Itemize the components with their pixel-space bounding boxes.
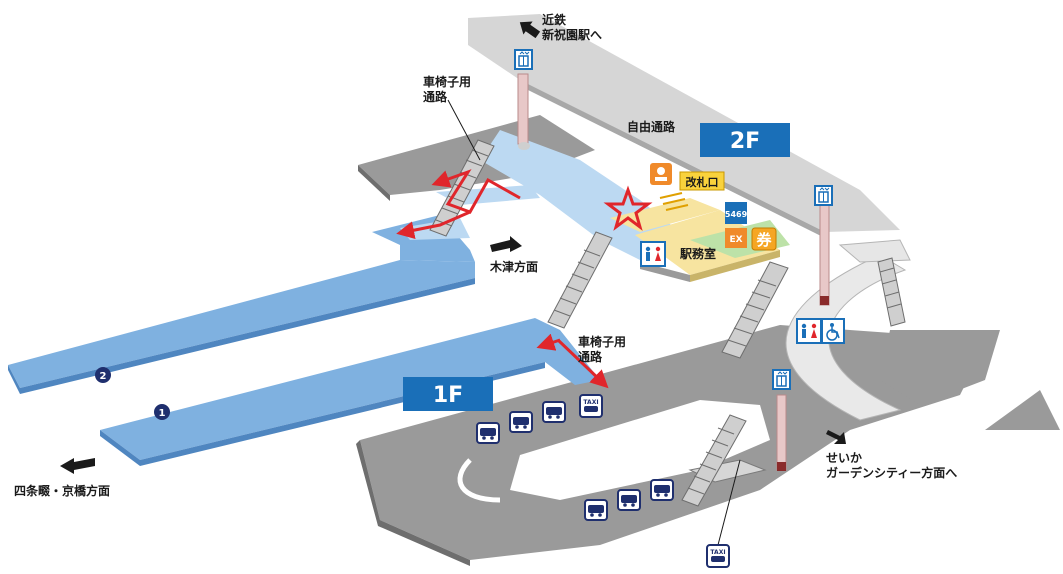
platform-2-marker: 2	[95, 367, 111, 383]
svg-text:券: 券	[756, 231, 772, 249]
restroom-icon	[640, 241, 666, 267]
wheelchair-route-upper	[396, 169, 521, 240]
ticket-machine-icon: 券	[751, 227, 777, 251]
kizu-direction-label: 木津方面	[489, 259, 538, 274]
kintetsu-label-line1: 近鉄	[542, 12, 566, 27]
arrow-seika	[826, 430, 846, 444]
svg-text:TAXI: TAXI	[583, 399, 598, 406]
arrow-kizu	[490, 236, 522, 252]
elevator-shaft-north	[517, 73, 530, 150]
svg-text:改札口: 改札口	[686, 175, 719, 189]
bus-loop-island	[510, 400, 770, 500]
leader-lines	[447, 99, 741, 546]
floor-badge-1f: 1F	[403, 377, 493, 411]
wheelchair-path-lower-line1: 車椅子用	[578, 334, 626, 349]
bus-stop-icon	[650, 479, 674, 501]
platform-1-marker: 1	[154, 404, 170, 420]
platform-2	[8, 215, 475, 394]
ic-card-icon: 5469	[725, 202, 748, 224]
stamp-icon	[650, 163, 672, 185]
bus-stop-icon	[476, 422, 500, 444]
stairs-platform2	[429, 139, 495, 237]
elevator-icon	[772, 369, 791, 390]
floor-badge-2f: 2F	[700, 123, 790, 157]
ticket-gate-label: 改札口	[679, 171, 725, 191]
ticket-gates	[659, 192, 689, 211]
seika-label-line1: せいか	[826, 451, 862, 465]
wheelchair-path-upper-line2: 通路	[423, 89, 448, 104]
svg-text:EX: EX	[729, 235, 742, 245]
svg-text:TAXI: TAXI	[710, 549, 725, 556]
restroom-icon	[796, 318, 822, 344]
svg-text:1: 1	[159, 408, 166, 419]
stairs-ground-south	[681, 414, 747, 507]
taxi-stop-icon: TAXI	[706, 544, 730, 568]
wheelchair-path-upper-line1: 車椅子用	[423, 74, 471, 89]
elevator-shaft-south	[776, 394, 787, 471]
ex-reservation-icon: EX	[725, 228, 747, 248]
seika-walkway	[985, 390, 1060, 430]
svg-text:2F: 2F	[730, 129, 760, 154]
stairs-ground-center	[721, 261, 789, 359]
wheelchair-path-lower-line2: 通路	[578, 349, 603, 364]
stairs-east	[877, 257, 906, 327]
bus-stop-icon	[617, 489, 641, 511]
arrow-kintetsu	[519, 21, 541, 39]
shijonawate-kyobashi-label: 四条畷・京橋方面	[14, 483, 110, 498]
svg-text:1F: 1F	[433, 383, 463, 408]
arrow-shijonawate	[60, 458, 95, 474]
upper-landing	[838, 239, 911, 263]
wheelchair-route-lower	[536, 333, 609, 389]
elevator-shaft-east	[819, 204, 830, 306]
svg-text:5469: 5469	[725, 210, 748, 219]
elevator-icon	[814, 185, 833, 206]
accessible-toilet-icon	[821, 318, 845, 344]
station-office-label: 駅務室	[679, 246, 716, 261]
bus-stop-icon	[509, 411, 533, 433]
svg-text:2: 2	[100, 371, 107, 382]
curved-ramp	[785, 239, 911, 421]
elevator-icon	[514, 49, 533, 70]
kintetsu-label-line2: 新祝園駅へ	[542, 27, 602, 42]
stairs-platform1	[547, 231, 613, 329]
current-location-star-icon	[603, 185, 653, 231]
bus-stop-icon	[542, 401, 566, 423]
taxi-stop-icon: TAXI	[579, 394, 603, 418]
concourse-2f	[358, 14, 900, 282]
free-passage-label: 自由通路	[627, 119, 676, 134]
seika-label-line2: ガーデンシティー方面へ	[826, 465, 957, 480]
bus-stop-icon	[584, 499, 608, 521]
